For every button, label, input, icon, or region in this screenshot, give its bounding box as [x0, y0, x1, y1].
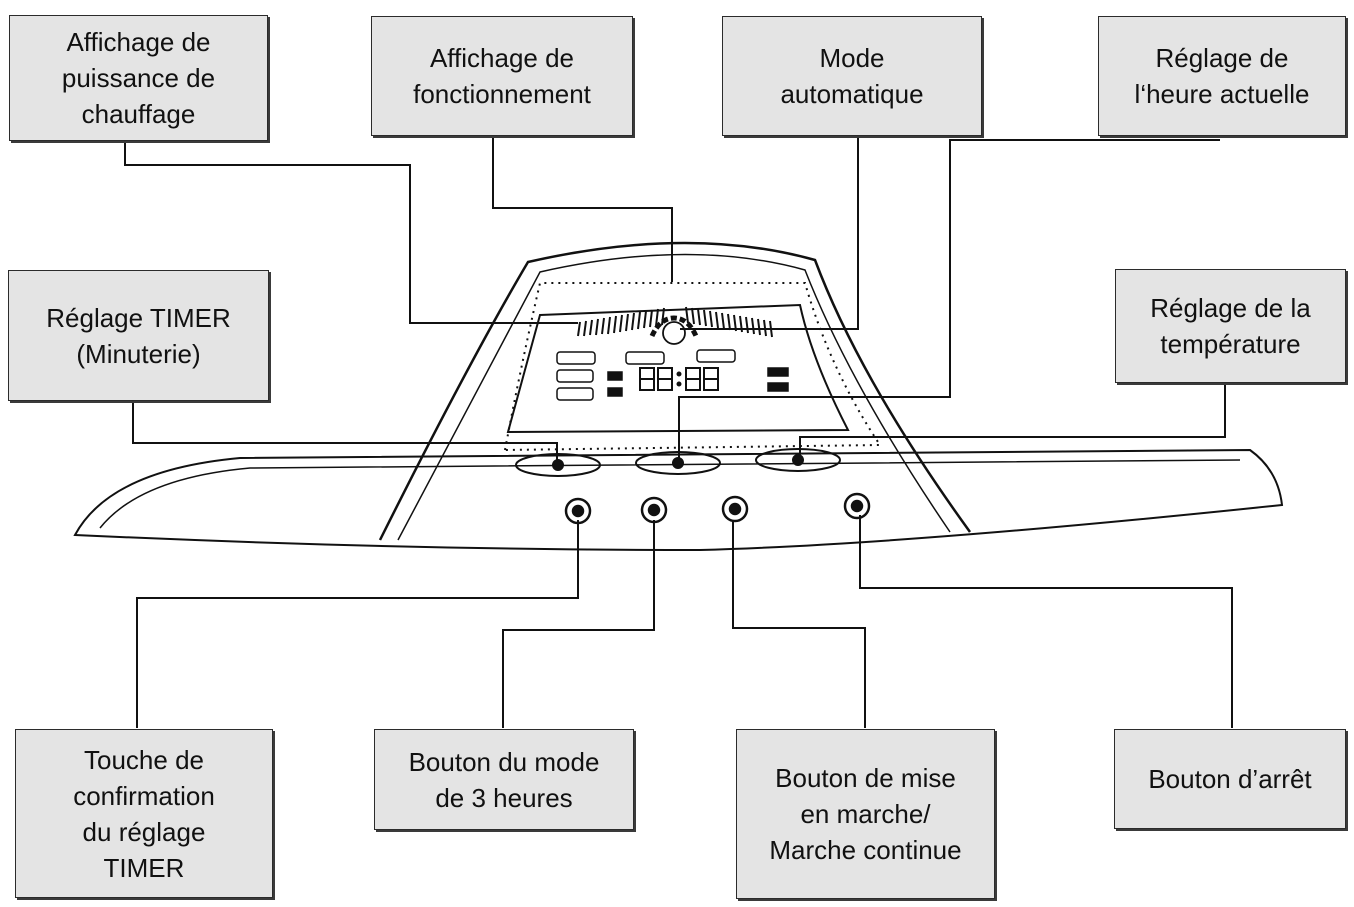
leader-reglage-timer	[132, 402, 558, 462]
lcd-indicators	[556, 349, 789, 401]
display-tower-outer	[378, 241, 972, 541]
leader-reglage-heure	[678, 139, 1220, 460]
heating-bargraph-right	[685, 306, 773, 338]
label-affichage-puissance: Affichage de puissance de chauffage	[9, 15, 268, 141]
lcd-screen	[506, 303, 850, 434]
display-tower-inner	[397, 253, 951, 541]
panel-base-inner	[99, 459, 1241, 529]
leader-touche-confirmation	[136, 520, 579, 728]
start-round-button	[721, 495, 749, 523]
label-reglage-temperature: Réglage de la température	[1115, 269, 1346, 383]
leader-affichage-fonctionnement	[492, 138, 673, 282]
leader-lines	[124, 138, 1233, 728]
label-bouton-3-heures: Bouton du mode de 3 heures	[374, 729, 634, 830]
label-reglage-timer: Réglage TIMER (Minuterie)	[8, 270, 269, 401]
leader-bouton-arret	[859, 515, 1233, 728]
three-hour-round-button	[640, 496, 668, 524]
panel-base-outline	[73, 448, 1284, 552]
lcd-digits	[639, 367, 719, 391]
leader-bouton-marche	[732, 520, 866, 728]
label-bouton-arret: Bouton d’arrêt	[1114, 729, 1346, 829]
leader-affichage-puissance	[124, 143, 578, 324]
leader-bouton-3-heures	[502, 520, 655, 728]
label-affichage-fonctionnement: Affichage de fonctionnement	[371, 16, 633, 136]
temperature-oval-button	[755, 448, 841, 472]
heating-bargraph-left	[577, 307, 665, 337]
dotted-outline	[503, 282, 882, 452]
leader-mode-automatique	[680, 138, 859, 330]
leader-reglage-temperature	[799, 385, 1226, 457]
fan-indicator	[649, 315, 699, 345]
label-bouton-marche: Bouton de mise en marche/ Marche continu…	[736, 729, 995, 899]
stop-round-button	[843, 492, 871, 520]
label-mode-automatique: Mode automatique	[722, 16, 982, 136]
label-touche-confirmation: Touche de confirmation du réglage TIMER	[15, 729, 273, 898]
timer-oval-button	[515, 453, 601, 477]
label-reglage-heure: Réglage de l‘heure actuelle	[1098, 16, 1346, 136]
timer-confirm-round-button	[564, 497, 592, 525]
